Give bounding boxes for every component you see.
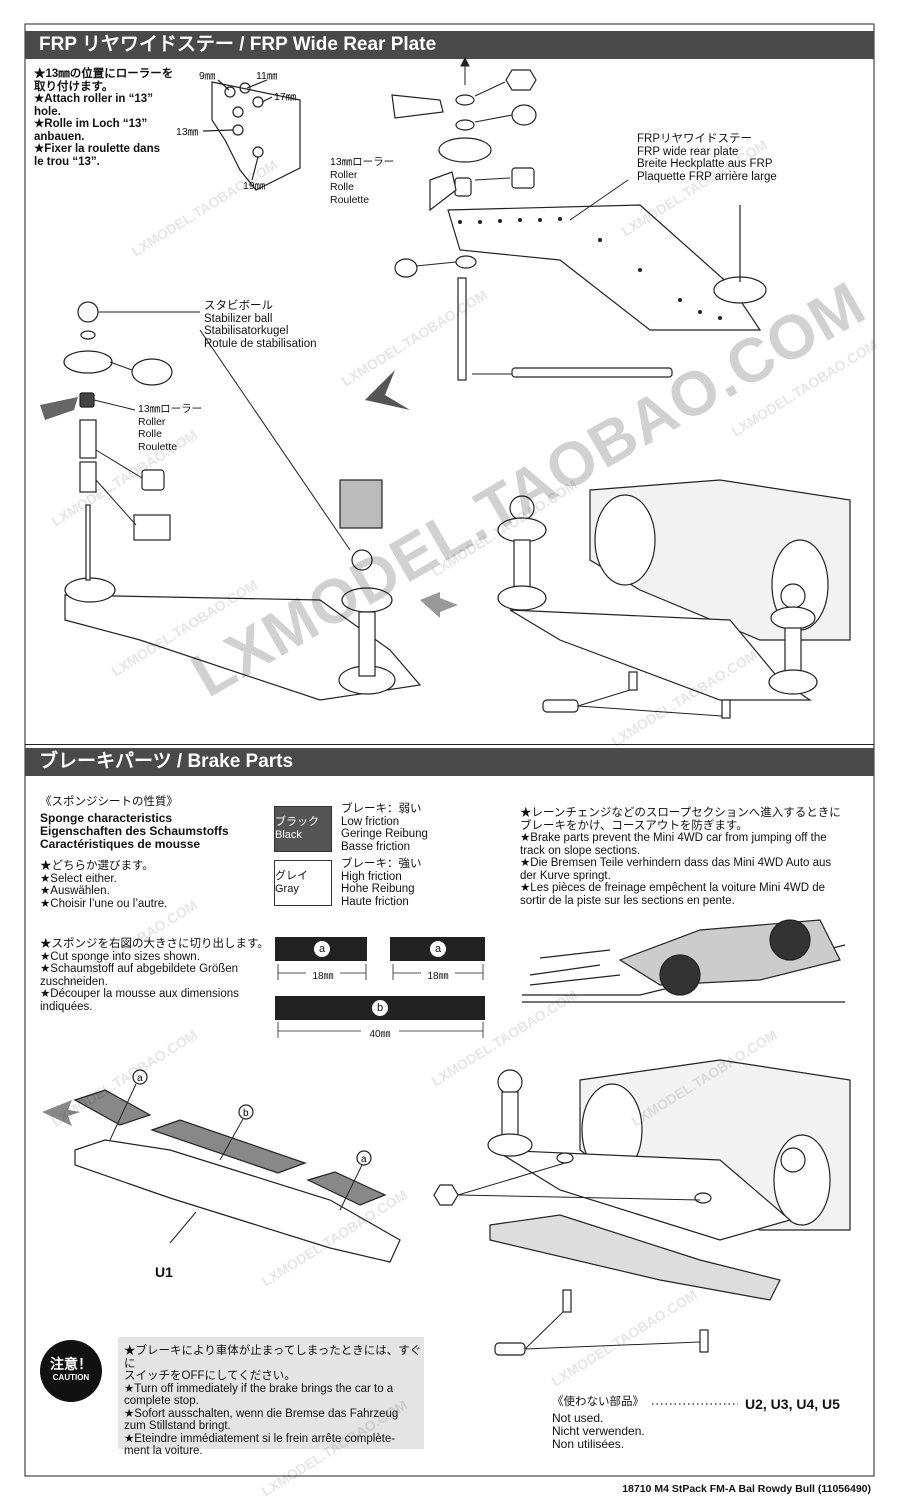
section-title-brake-parts: ブレーキパーツ / Brake Parts (25, 748, 874, 776)
sponge-a-label-right: a (429, 940, 447, 958)
unused-parts-list: U2, U3, U4, U5 (745, 1396, 840, 1412)
black-sponge-swatch: ブラック Black (274, 806, 332, 852)
svg-text:a: a (137, 1073, 143, 1084)
cut-sponge-note: ★スポンジを右図の大きさに切り出します。 ★Cut sponge into si… (40, 938, 269, 1013)
caution-badge-jp: 注意！ (50, 1356, 92, 1372)
dim-18-left: 18㎜ (306, 967, 340, 982)
caution-badge-en: CAUTION (52, 1373, 90, 1382)
dim-18-right: 18㎜ (421, 967, 455, 982)
caution-badge: 注意！ CAUTION (40, 1340, 102, 1402)
section-title-wide-rear-plate: FRP リヤワイドステー / FRP Wide Rear Plate (25, 31, 874, 59)
stabilizer-ball-label: スタビボール Stabilizer ball Stabilisatorkugel… (204, 300, 317, 350)
hole-label-17: 17㎜ (274, 91, 297, 103)
hole-label-13: 13㎜ (176, 126, 199, 138)
hole-label-19: 19㎜ (243, 180, 266, 192)
unused-parts-text: Not used. Nicht verwenden. Non utilisées… (552, 1411, 645, 1451)
svg-text:a: a (361, 1154, 367, 1165)
wide-rear-plate-label: FRPリヤワイドステー FRP wide rear plate Breite H… (637, 133, 777, 183)
black-sponge-desc: ブレーキ：弱い Low friction Geringe Reibung Bas… (341, 803, 428, 853)
section-divider (25, 744, 874, 745)
sponge-heading-jp: 《スポンジシートの性質》 (40, 796, 178, 808)
svg-text:b: b (243, 1108, 249, 1119)
caution-box (118, 1337, 424, 1449)
dim-40: 40㎜ (361, 1025, 399, 1040)
hole-label-11: 11㎜ (256, 70, 278, 82)
roller-label-mid: 13㎜ローラー Roller Rolle Roulette (138, 403, 203, 453)
unused-parts-heading: 《使わない部品》 (552, 1396, 644, 1408)
brake-purpose-note: ★レーンチェンジなどのスロープセクションへ進入するときに ブレーキをかけ、コース… (520, 807, 841, 907)
gray-sponge-desc: ブレーキ：強い High friction Hohe Reibung Haute… (341, 858, 422, 908)
roller-label-top: 13㎜ローラー Roller Rolle Roulette (330, 156, 395, 206)
gray-sponge-swatch: グレイ Gray (274, 860, 332, 906)
select-note: ★どちらか選びます。 ★Select either. ★Auswählen. ★… (40, 860, 168, 910)
footer-product-code: 18710 M4 StPack FM-A Bal Rowdy Bull (110… (622, 1483, 871, 1495)
part-u1-label: U1 (155, 1264, 173, 1280)
sponge-b-label: b (371, 999, 389, 1017)
sponge-a-label-left: a (313, 940, 331, 958)
hole-label-9: 9㎜ (199, 70, 216, 82)
roller-hole-note: ★13㎜の位置にローラーを 取り付けます。 ★Attach roller in … (34, 68, 174, 168)
sponge-heading: Sponge characteristics Eigenschaften des… (40, 811, 229, 851)
caution-text: ★ブレーキにより車体が止まってしまったときには、すぐに スイッチをOFFにしてく… (124, 1345, 422, 1457)
